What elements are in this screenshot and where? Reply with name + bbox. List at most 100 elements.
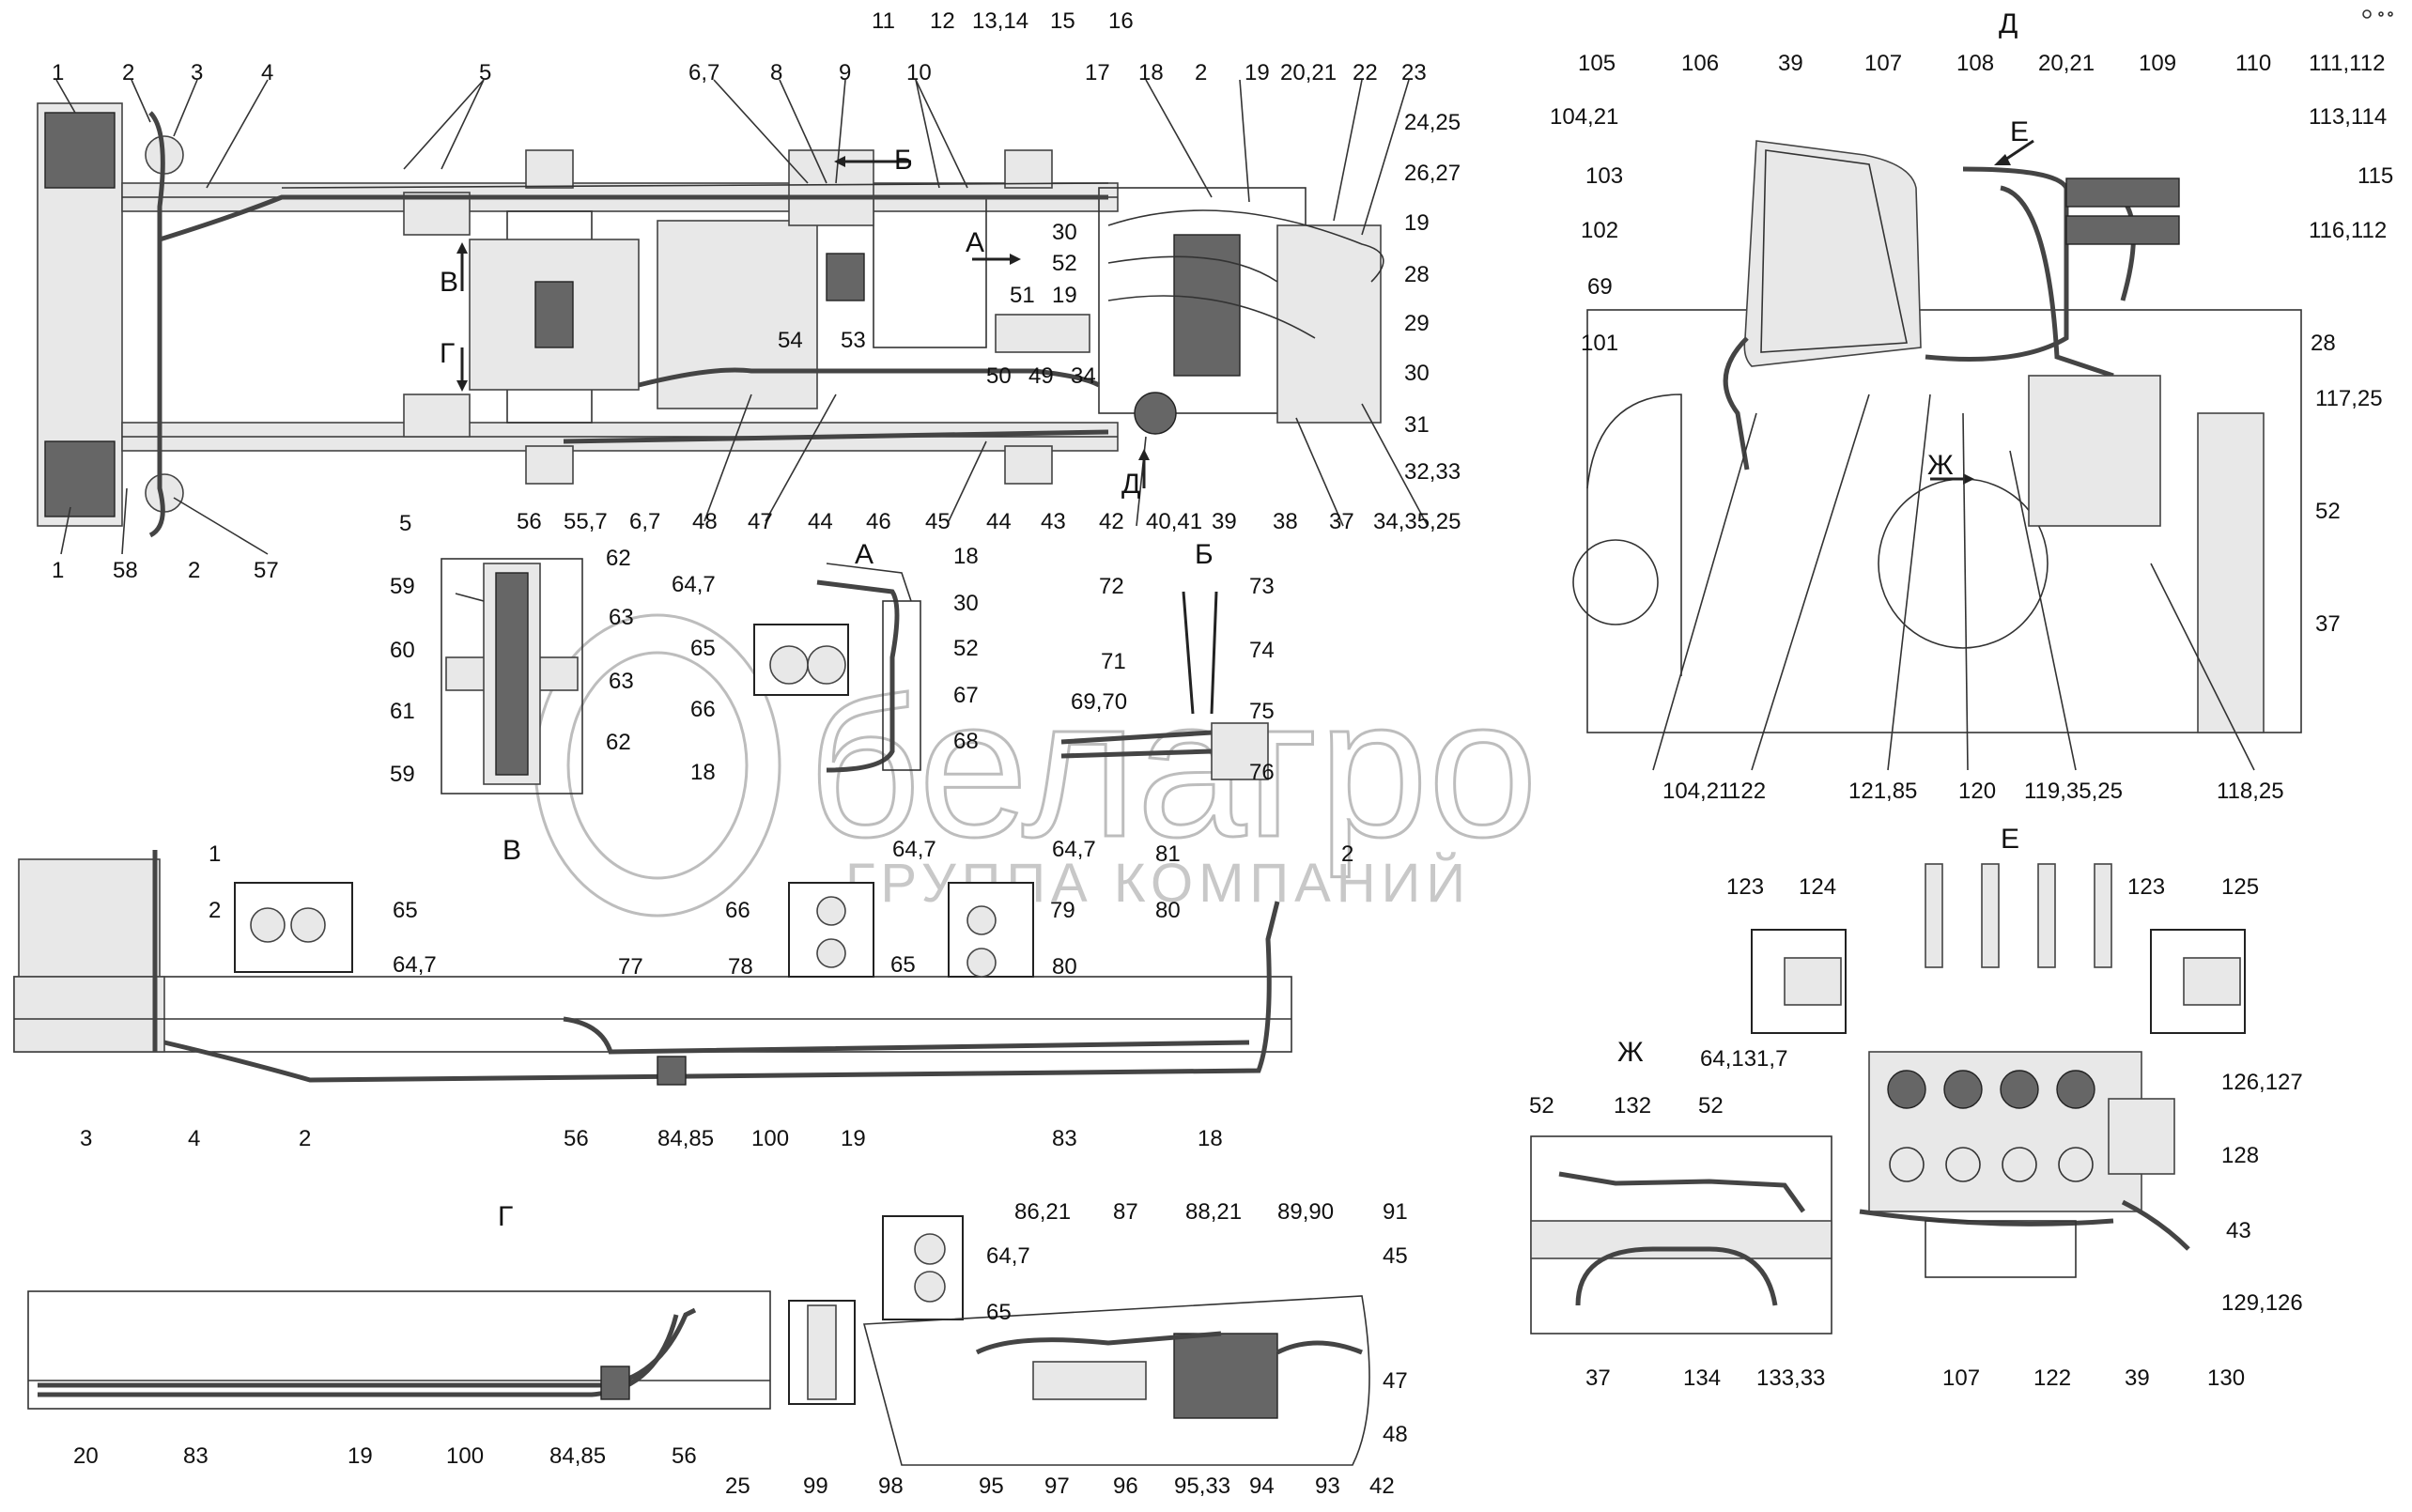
callout-label: 31 <box>1404 412 1430 438</box>
callout-label: 62 <box>606 546 631 571</box>
callout-label: 64,7 <box>892 837 936 862</box>
callout-label: 17 <box>1085 60 1110 85</box>
callout-label: 64,7 <box>986 1243 1030 1269</box>
callout-label: 116,112 <box>2309 218 2387 243</box>
view-d: Д Е Ж 105 106 39 107 108 20,21 109 110 1… <box>1550 8 2393 804</box>
callout-label: 105 <box>1578 51 1616 76</box>
callout-label: 18 <box>1198 1126 1223 1151</box>
callout-label: 94 <box>1249 1473 1275 1499</box>
callout-label: 130 <box>2207 1365 2245 1391</box>
callout-label: 20,21 <box>2038 51 2095 76</box>
callout-label: 32,33 <box>1404 459 1461 485</box>
callout-label: 45 <box>1383 1243 1408 1269</box>
callout-label: 73 <box>1249 574 1275 599</box>
arrow-label-g: Г <box>440 338 455 369</box>
callout-label: 52 <box>1698 1093 1724 1119</box>
callout-label: 59 <box>390 574 415 599</box>
callout-label: 66 <box>725 898 750 923</box>
section-title-zh: Ж <box>1617 1037 1644 1068</box>
callout-label: 86,21 <box>1014 1199 1071 1225</box>
view-g: Г 20 83 19 100 84,85 56 25 99 98 64,7 65… <box>27 1199 1408 1499</box>
callout-label: 101 <box>1581 331 1618 356</box>
callout-label: 47 <box>1383 1368 1408 1394</box>
callout-label: 43 <box>1041 509 1066 534</box>
callout-label: 65 <box>690 636 716 661</box>
callout-label: 84,85 <box>657 1126 714 1151</box>
callout-label: 1 <box>209 841 221 867</box>
callout-label: 56 <box>564 1126 589 1151</box>
callout-label: 52 <box>953 636 979 661</box>
callout-label: 104,21 <box>1662 779 1731 804</box>
callout-label: 29 <box>1404 311 1430 336</box>
view-d-ports <box>2065 177 2180 245</box>
callout-label: 19 <box>1404 210 1430 236</box>
callout-label: 100 <box>446 1443 484 1469</box>
callout-label: 64,7 <box>393 952 437 978</box>
callout-label: 19 <box>1245 60 1270 85</box>
callout-label: 124 <box>1799 874 1836 900</box>
callout-label: 132 <box>1614 1093 1651 1119</box>
callout-label: 80 <box>1052 954 1077 980</box>
section-title-d: Д <box>1999 8 2018 39</box>
callout-label: 103 <box>1585 163 1623 189</box>
top-view-chassis: Б А В Г Д 1 2 3 4 5 6,7 8 9 10 11 12 13,… <box>37 8 1461 583</box>
callout-label: 110 <box>2235 51 2271 76</box>
callout-label: 78 <box>728 954 753 980</box>
callout-label: 98 <box>878 1473 904 1499</box>
section-title-e: Е <box>2001 824 2019 855</box>
callout-label: 3 <box>80 1126 92 1151</box>
watermark: белагро ГРУППА КОМПАНИЙ <box>533 613 1539 918</box>
callout-label: 72 <box>1099 574 1124 599</box>
callout-label: 13,14 <box>972 8 1028 34</box>
callout-label: 97 <box>1044 1473 1070 1499</box>
callout-label: 49 <box>1028 363 1054 389</box>
callout-label: 38 <box>1273 509 1298 534</box>
callout-label: 128 <box>2221 1143 2259 1168</box>
callout-label: 113,114 <box>2309 104 2387 130</box>
callout-label: 106 <box>1681 51 1719 76</box>
arrow-label-d: Д <box>1121 469 1140 500</box>
callout-label: 5 <box>479 60 491 85</box>
arrow-label-zh: Ж <box>1927 450 1954 481</box>
callout-label: 117,25 <box>2315 386 2383 411</box>
callout-label: 37 <box>2315 611 2341 637</box>
callout-label: 119,35,25 <box>2024 779 2123 804</box>
callout-label: 126,127 <box>2221 1070 2303 1095</box>
callout-label: 64,7 <box>1052 837 1096 862</box>
callout-label: 133,33 <box>1756 1365 1825 1391</box>
callout-label: 125 <box>2221 874 2259 900</box>
callout-label: 57 <box>254 558 279 583</box>
callout-label: 120 <box>1958 779 1996 804</box>
callout-label: 63 <box>609 605 634 630</box>
callout-label: 54 <box>778 328 803 353</box>
valve-sections <box>1887 1070 2095 1182</box>
callout-label: 64,7 <box>672 572 716 597</box>
callout-label: 20,21 <box>1280 60 1337 85</box>
callout-label: 18 <box>690 760 716 785</box>
callout-label: 18 <box>1138 60 1164 85</box>
callout-label: 6,7 <box>688 60 719 85</box>
view-zh: Ж 52 132 52 37 134 133,33 <box>1529 1037 1832 1391</box>
callout-label: 122 <box>1728 779 1766 804</box>
corner-mark <box>2362 9 2393 19</box>
callout-label: 46 <box>866 509 891 534</box>
callout-label: 30 <box>953 591 979 616</box>
callout-label: 109 <box>2139 51 2176 76</box>
callout-label: 48 <box>692 509 718 534</box>
callout-label: 123 <box>1726 874 1764 900</box>
callout-label: 76 <box>1249 760 1275 785</box>
callout-label: 88,21 <box>1185 1199 1242 1225</box>
callout-label: 118,25 <box>2217 779 2284 804</box>
callout-label: 52 <box>2315 499 2341 524</box>
callout-label: 61 <box>390 699 415 724</box>
view-v: В 1 2 3 4 2 65 64,7 66 64,7 65 64,7 79 8… <box>13 835 1353 1151</box>
arrow-label-v: В <box>440 267 458 298</box>
watermark-brand: белагро <box>808 657 1538 878</box>
callout-label: 8 <box>770 60 782 85</box>
callout-label: 111,112 <box>2309 51 2385 76</box>
callout-label: 115 <box>2358 163 2393 189</box>
callout-label: 52 <box>1052 251 1077 276</box>
callout-label: 104,21 <box>1550 104 1618 130</box>
section-title-a: А <box>855 539 874 570</box>
